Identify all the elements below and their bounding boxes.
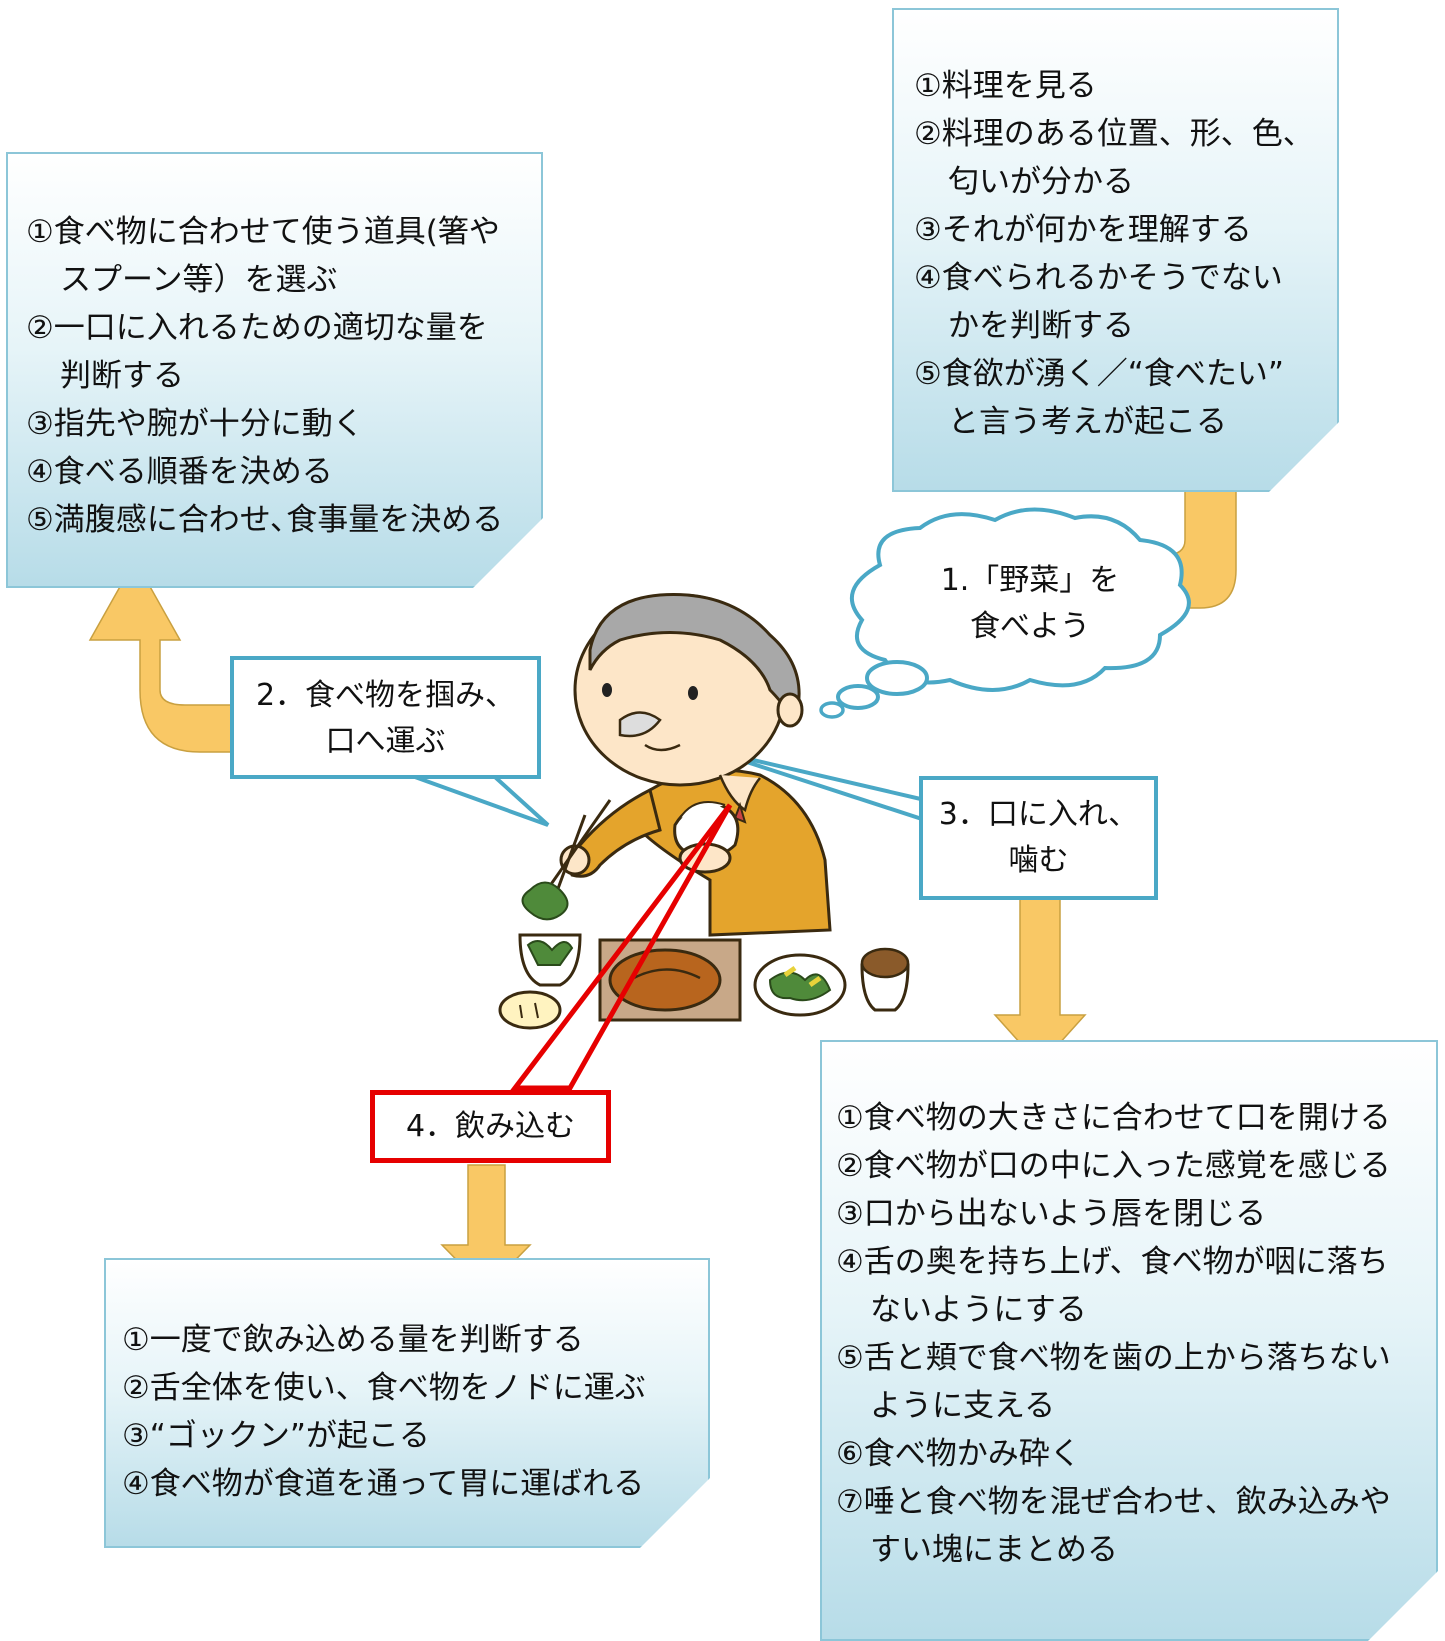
- thought-dot-medium: [836, 684, 880, 710]
- arrow-step3-down: [993, 874, 1087, 1067]
- list-item: ③口から出ないよう唇を閉じる: [836, 1196, 1267, 1232]
- list-item: ⑤満腹感に合わせ､食事量を決める: [26, 502, 504, 538]
- list-item: ①食べ物に合わせて使う道具(箸やスプーン等）を選ぶ: [26, 214, 500, 298]
- list-item: ④食べる順番を決める: [26, 454, 333, 490]
- list-item: ①料理を見る: [914, 68, 1097, 104]
- thought-dot-small: [819, 701, 845, 719]
- step3-line1: 3．口に入れ、: [938, 797, 1139, 832]
- thought-dot-large: [865, 660, 929, 696]
- step1-label: 1.「野菜」を 食べよう: [905, 558, 1155, 650]
- note-recognize-food: ①料理を見る ②料理のある位置、形、色、匂いが分かる ③それが何かを理解する ④…: [892, 8, 1339, 492]
- step3-line2: 噛む: [1008, 843, 1069, 878]
- list-item: ⑤舌と頬で食べ物を歯の上から落ちないように支える: [836, 1340, 1391, 1424]
- step2-callout-tail: [414, 775, 550, 827]
- list-item: ②料理のある位置、形、色、匂いが分かる: [914, 116, 1314, 200]
- list-item: ③指先や腕が十分に動く: [26, 406, 364, 442]
- thought-bubble: [850, 507, 1191, 692]
- arrow-step2-to-note: [88, 558, 246, 753]
- note-carry-to-mouth: ①食べ物に合わせて使う道具(箸やスプーン等）を選ぶ ②一口に入れるための適切な量…: [6, 152, 543, 588]
- list-item: ①一度で飲み込める量を判断する: [122, 1322, 584, 1358]
- list-item: ③“ゴックン”が起こる: [122, 1418, 430, 1454]
- list-item: ①食べ物の大きさに合わせて口を開ける: [836, 1100, 1391, 1136]
- list-item: ②食べ物が口の中に入った感覚を感じる: [836, 1148, 1391, 1184]
- list-item: ⑥食べ物かみ砕く: [836, 1436, 1081, 1472]
- step4-box: 4．飲み込む: [370, 1090, 611, 1163]
- step4-line1: 4．飲み込む: [405, 1109, 576, 1144]
- note-swallow: ①一度で飲み込める量を判断する ②舌全体を使い、食べ物をノドに運ぶ ③“ゴックン…: [104, 1258, 710, 1548]
- list-item: ②一口に入れるための適切な量を判断する: [26, 310, 488, 394]
- list-item: ②舌全体を使い、食べ物をノドに運ぶ: [122, 1370, 646, 1406]
- list-item: ④舌の奥を持ち上げ、食べ物が咽に落ちないようにする: [836, 1244, 1389, 1328]
- dishes-illustration: [498, 933, 910, 1030]
- swallow-pointer: [509, 803, 733, 1091]
- list-item: ④食べられるかそうでないかを判断する: [914, 260, 1283, 344]
- step3-box: 3．口に入れ、 噛む: [919, 776, 1158, 900]
- note-chew: ①食べ物の大きさに合わせて口を開ける ②食べ物が口の中に入った感覚を感じる ③口…: [820, 1040, 1438, 1641]
- step1-line1: 1.「野菜」を: [940, 563, 1120, 598]
- step2-box: 2．食べ物を掴み、 口へ運ぶ: [230, 656, 541, 779]
- list-item: ③それが何かを理解する: [914, 212, 1252, 248]
- elderly-man-illustration: [521, 593, 832, 937]
- list-item: ⑦唾と食べ物を混ぜ合わせ、飲み込みやすい塊にまとめる: [836, 1484, 1391, 1568]
- step2-line2: 口へ運ぶ: [325, 724, 446, 759]
- step1-line2: 食べよう: [970, 609, 1090, 644]
- step2-line1: 2．食べ物を掴み、: [255, 678, 516, 713]
- list-item: ④食べ物が食道を通って胃に運ばれる: [122, 1466, 645, 1502]
- list-item: ⑤食欲が湧く／“食べたい”と言う考えが起こる: [914, 356, 1284, 440]
